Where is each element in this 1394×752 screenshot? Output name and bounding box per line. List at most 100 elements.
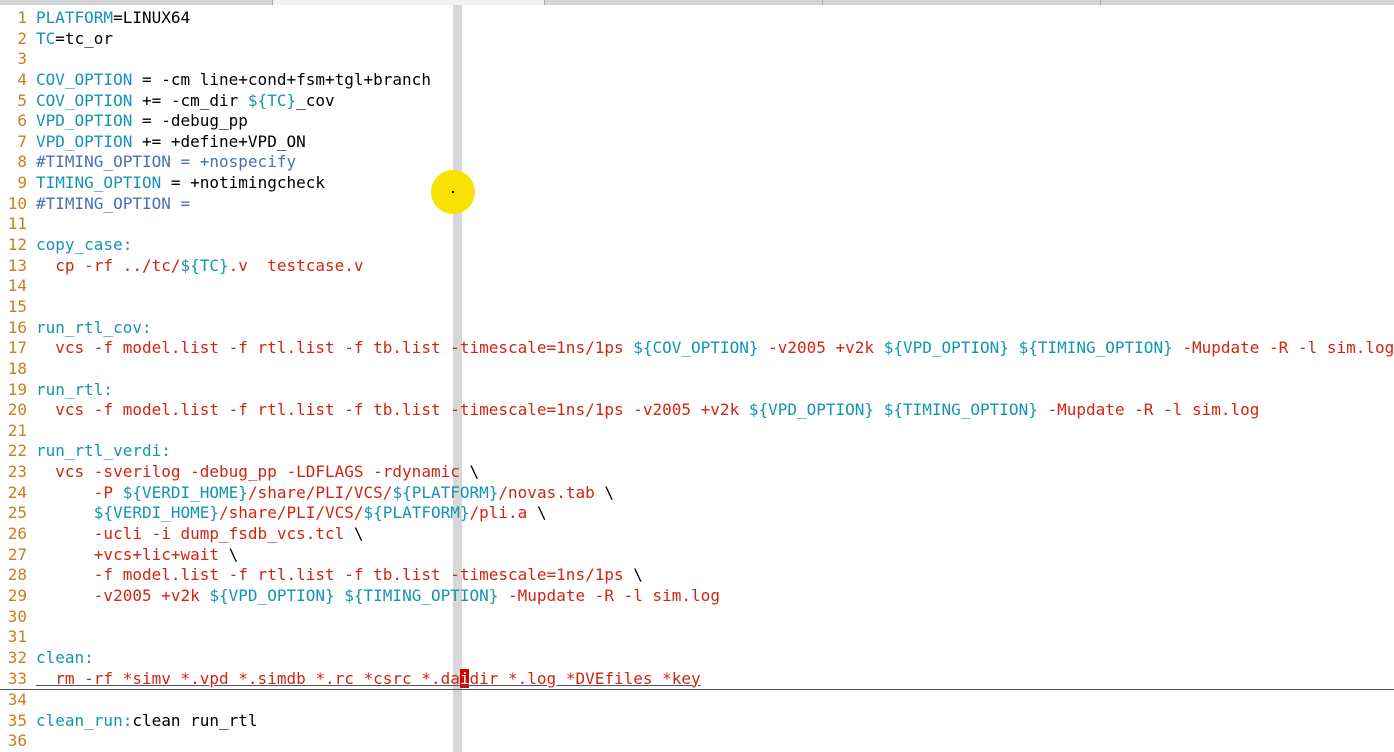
- code-text: VPD_OPTION = -debug_pp: [36, 111, 248, 132]
- code-line[interactable]: 6 VPD_OPTION = -debug_pp: [0, 111, 1394, 132]
- code-token: = +notimingcheck: [161, 173, 325, 193]
- code-line[interactable]: 32 clean:: [0, 648, 1394, 669]
- code-line[interactable]: 4 COV_OPTION = -cm line+cond+fsm+tgl+bran…: [0, 70, 1394, 91]
- code-line[interactable]: 31: [0, 627, 1394, 648]
- line-number: 1: [17, 8, 27, 27]
- code-line[interactable]: 8#TIMING_OPTION = +nospecify: [0, 152, 1394, 173]
- code-line[interactable]: 10 #TIMING_OPTION =: [0, 194, 1394, 215]
- line-number: 2: [17, 28, 27, 48]
- code-token: \: [353, 524, 364, 544]
- line-number: 30: [7, 606, 27, 626]
- code-text: cp -rf ../tc/${TC}.v testcase.v: [36, 255, 364, 277]
- code-text: -f model.list -f rtl.list -f tb.list -ti…: [36, 565, 643, 586]
- code-token: ${COV_OPTION}: [633, 338, 759, 358]
- code-line[interactable]: 2 TC=tc_or: [0, 29, 1394, 50]
- code-token: COV_OPTION: [36, 69, 133, 89]
- tab-separator: [1100, 0, 1101, 5]
- code-text: VPD_OPTION += +define+VPD_ON: [36, 132, 306, 153]
- code-token: VPD_OPTION: [36, 111, 133, 131]
- code-token: clean:: [36, 647, 94, 667]
- line-number: 6: [17, 111, 27, 131]
- line-number: 18: [7, 358, 27, 378]
- code-line[interactable]: 11: [0, 214, 1394, 235]
- line-number: 20: [7, 400, 27, 420]
- line-number: 35: [7, 710, 27, 730]
- line-number: 10: [7, 193, 27, 213]
- code-token: -v2005 +v2k: [758, 338, 884, 358]
- code-line[interactable]: 30: [0, 607, 1394, 628]
- code-line[interactable]: 26 -ucli -i dump_fsdb_vcs.tcl \: [0, 524, 1394, 545]
- code-token: run_rtl:: [36, 379, 114, 399]
- code-text: TC=tc_or: [36, 29, 113, 50]
- tab-separator: [544, 0, 545, 5]
- code-line[interactable]: 3: [0, 49, 1394, 70]
- code-token: \: [604, 482, 615, 502]
- code-line[interactable]: 14: [0, 276, 1394, 297]
- code-token: -Mupdate -R -l sim.log: [1037, 400, 1260, 420]
- line-number: 4: [17, 69, 27, 89]
- line-number: 17: [7, 338, 27, 358]
- code-token: =LINUX64: [113, 8, 191, 27]
- line-number: 14: [7, 276, 27, 296]
- code-token: ${VPD_OPTION}: [209, 585, 335, 605]
- code-token: -ucli -i dump_fsdb_vcs.tcl: [36, 524, 354, 544]
- code-line[interactable]: 27 +vcs+lic+wait \: [0, 545, 1394, 566]
- code-line[interactable]: 28 -f model.list -f rtl.list -f tb.list …: [0, 565, 1394, 586]
- line-number: 24: [7, 482, 27, 502]
- code-line[interactable]: 34: [0, 690, 1394, 711]
- code-line[interactable]: 33 rm -rf *simv *.vpd *.simdb *.rc *csrc…: [0, 668, 1394, 691]
- code-line[interactable]: 36: [0, 731, 1394, 752]
- code-line[interactable]: 35 clean_run:clean run_rtl: [0, 711, 1394, 732]
- tab-separator: [822, 0, 823, 5]
- code-line[interactable]: 24 -P ${VERDI_HOME}/share/PLI/VCS/${PLAT…: [0, 483, 1394, 504]
- code-token: vcs -sverilog -debug_pp -LDFLAGS -rdynam…: [36, 462, 470, 482]
- code-line[interactable]: 18: [0, 359, 1394, 380]
- code-token: copy_case:: [36, 235, 133, 255]
- code-token: rm -rf *simv *.vpd *.simdb *.rc *csrc *.…: [36, 668, 460, 688]
- code-token: =tc_or: [55, 28, 114, 48]
- code-text: #TIMING_OPTION =: [36, 194, 190, 215]
- line-number: 32: [7, 647, 27, 667]
- code-token: ${VPD_OPTION}: [883, 338, 1009, 358]
- code-token: /pli.a: [469, 503, 537, 523]
- code-line[interactable]: 29 -v2005 +v2k ${VPD_OPTION} ${TIMING_OP…: [0, 586, 1394, 607]
- code-line[interactable]: 13 cp -rf ../tc/${TC}.v testcase.v: [0, 256, 1394, 277]
- line-number: 27: [7, 544, 27, 564]
- code-text: COV_OPTION = -cm line+cond+fsm+tgl+branc…: [36, 70, 431, 91]
- code-token: #TIMING_OPTION =: [36, 193, 191, 213]
- code-token: COV_OPTION: [36, 90, 133, 110]
- code-token: [1009, 338, 1019, 357]
- tab-active[interactable]: [272, 0, 544, 5]
- line-number: 3: [17, 49, 27, 69]
- line-number: 8: [17, 152, 27, 172]
- line-number: 26: [7, 524, 27, 544]
- code-token: -P: [36, 482, 123, 502]
- code-token: .v testcase.v: [228, 255, 364, 275]
- code-line[interactable]: 25 ${VERDI_HOME}/share/PLI/VCS/${PLATFOR…: [0, 503, 1394, 524]
- code-text: vcs -f model.list -f rtl.list -f tb.list…: [36, 338, 1394, 359]
- code-token: ${TIMING_OPTION}: [1018, 338, 1173, 358]
- code-token: VPD_OPTION: [36, 131, 133, 151]
- code-line[interactable]: 21: [0, 421, 1394, 442]
- code-line[interactable]: 20 vcs -f model.list -f rtl.list -f tb.l…: [0, 400, 1394, 421]
- code-token: ${TC}: [247, 90, 297, 110]
- code-token: PLATFORM: [36, 8, 114, 27]
- code-text: vcs -f model.list -f rtl.list -f tb.list…: [36, 400, 1259, 421]
- code-line[interactable]: 17 vcs -f model.list -f rtl.list -f tb.l…: [0, 338, 1394, 359]
- code-line[interactable]: 15: [0, 297, 1394, 318]
- mouse-pointer: [452, 191, 454, 193]
- code-token: clean run_rtl: [132, 710, 258, 730]
- code-line[interactable]: 1 PLATFORM=LINUX64: [0, 8, 1394, 29]
- code-text: clean_run:clean run_rtl: [36, 711, 258, 732]
- tab-bar: [0, 0, 1394, 5]
- code-line[interactable]: 23 vcs -sverilog -debug_pp -LDFLAGS -rdy…: [0, 462, 1394, 483]
- code-token: \: [469, 462, 480, 482]
